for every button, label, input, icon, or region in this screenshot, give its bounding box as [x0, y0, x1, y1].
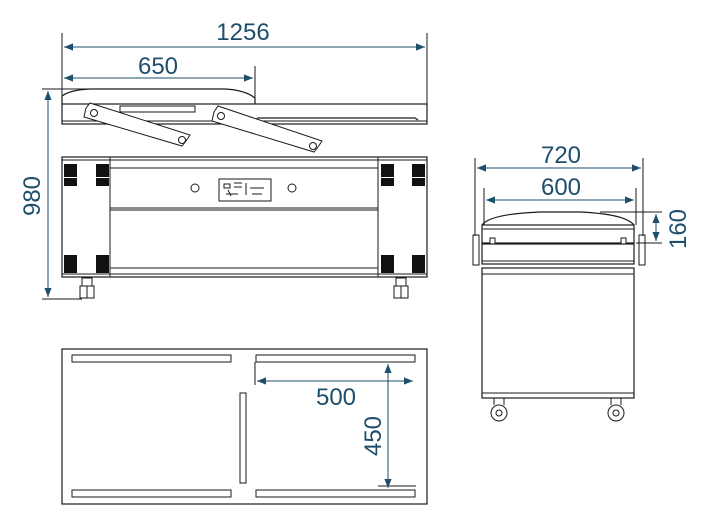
seal-bar: [255, 354, 416, 363]
front-block: [412, 164, 425, 177]
dimension-side-inner-width: 600: [486, 174, 634, 204]
dimension-height: 980: [19, 91, 52, 297]
dimension-side-outer-width: 720: [477, 142, 641, 172]
front-block: [381, 164, 394, 177]
front-block: [64, 255, 77, 273]
dimension-overall-width: 1256: [64, 19, 425, 51]
control-knob-left: [190, 183, 200, 193]
dimension-label-980: 980: [19, 176, 46, 216]
front-caster-right: [393, 277, 409, 299]
side-platform: [481, 243, 635, 265]
front-block: [412, 178, 425, 186]
front-block: [64, 164, 77, 177]
top-view-outline: [61, 348, 428, 505]
front-right-lid: [254, 117, 419, 121]
front-block: [96, 164, 109, 177]
front-block: [381, 178, 394, 186]
seal-bar: [71, 354, 232, 363]
control-knob-right: [287, 183, 297, 193]
center-seal-bar: [239, 392, 247, 484]
side-caster-right: [607, 398, 625, 422]
dimension-label-1256: 1256: [216, 19, 269, 46]
side-cabinet: [481, 267, 635, 399]
seal-bar: [71, 489, 232, 498]
front-lid-arm-right: [211, 105, 323, 153]
dimension-label-500: 500: [316, 384, 356, 411]
front-lid-arm-left: [83, 102, 191, 147]
dimension-chamber-length: 500: [257, 377, 413, 411]
dimension-label-720: 720: [541, 142, 581, 169]
dimension-lid-height: 160: [652, 209, 692, 249]
side-hinge-right: [638, 234, 646, 266]
dimension-label-160: 160: [665, 209, 692, 249]
front-block: [412, 255, 425, 273]
front-caster-left: [79, 277, 95, 299]
side-lid: [481, 211, 635, 226]
front-control-band: [109, 167, 379, 209]
front-cabinet: [61, 156, 428, 278]
side-hinge-left: [472, 234, 480, 266]
dimension-label-650: 650: [138, 53, 178, 80]
front-block: [96, 178, 109, 186]
front-block: [64, 178, 77, 186]
seal-bar: [255, 489, 416, 498]
top-view: [61, 348, 428, 505]
front-block: [381, 255, 394, 273]
front-lid: [61, 88, 256, 104]
dimension-label-450: 450: [360, 416, 387, 456]
dimension-chamber-depth: 450: [360, 364, 392, 488]
front-lid-handle: [119, 105, 196, 113]
side-view: [472, 158, 662, 422]
side-lid-base: [481, 224, 635, 244]
control-panel-display: [218, 178, 272, 202]
front-view: [42, 33, 428, 300]
dimension-lid-width: 650: [64, 53, 253, 82]
dimension-label-600: 600: [541, 174, 581, 201]
front-block: [96, 255, 109, 273]
side-caster-left: [490, 398, 508, 422]
